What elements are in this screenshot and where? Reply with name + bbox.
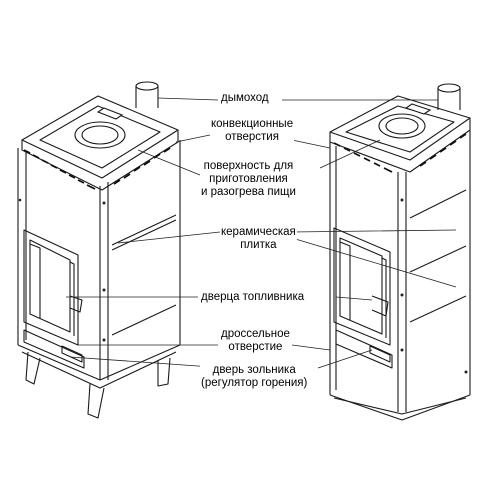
- left-brand-plate: [96, 107, 124, 120]
- label-cooking-line-2: приготовления: [209, 173, 288, 185]
- left-ash-door: [23, 329, 85, 369]
- label-throttle-line-1: дроссельное: [221, 328, 290, 340]
- left-convection-holes-front: [23, 149, 96, 190]
- label-convection-holes: конвекционные отверстия: [210, 118, 295, 144]
- label-ash-line-2: (регулятор горения): [201, 377, 308, 389]
- left-chimney: [135, 81, 159, 108]
- right-chimney: [437, 83, 461, 110]
- left-convection-holes-side: [113, 147, 171, 185]
- right-convection-holes-front: [333, 142, 393, 173]
- label-firebox-door: дверца топливника: [200, 291, 306, 304]
- left-cooking-surface: [39, 105, 161, 169]
- label-convection-line-2: отверстия: [225, 131, 279, 143]
- label-cooking-surface: поверхность для приготовления и разогрев…: [200, 160, 297, 199]
- right-ash-door: [335, 329, 393, 369]
- label-cooking-line-1: поверхность для: [203, 160, 294, 172]
- label-ceramic-line-1: керамическая: [221, 226, 296, 238]
- label-throttle-line-2: отверстие: [228, 341, 283, 353]
- right-cooking-surface: [345, 105, 455, 153]
- left-stove: [17, 81, 181, 419]
- right-stove: [329, 83, 471, 421]
- left-legs: [25, 351, 171, 419]
- label-throttle-opening: дроссельное отверстие: [220, 328, 291, 354]
- label-ceramic-tile: керамическая плитка: [220, 226, 297, 252]
- label-ash-door: дверь зольника (регулятор горения): [200, 364, 309, 390]
- label-convection-line-1: конвекционные: [211, 118, 294, 130]
- label-cooking-line-3: и разогрева пищи: [201, 186, 296, 198]
- label-ceramic-line-2: плитка: [240, 239, 277, 251]
- right-convection-holes-side: [419, 133, 467, 167]
- label-chimney: дымоход: [220, 92, 270, 105]
- right-brand-plate: [404, 103, 432, 115]
- left-firebox-door: [23, 229, 83, 346]
- label-ash-line-1: дверь зольника: [212, 364, 296, 376]
- right-firebox-door: [333, 227, 391, 346]
- leader-lines: [66, 97, 457, 369]
